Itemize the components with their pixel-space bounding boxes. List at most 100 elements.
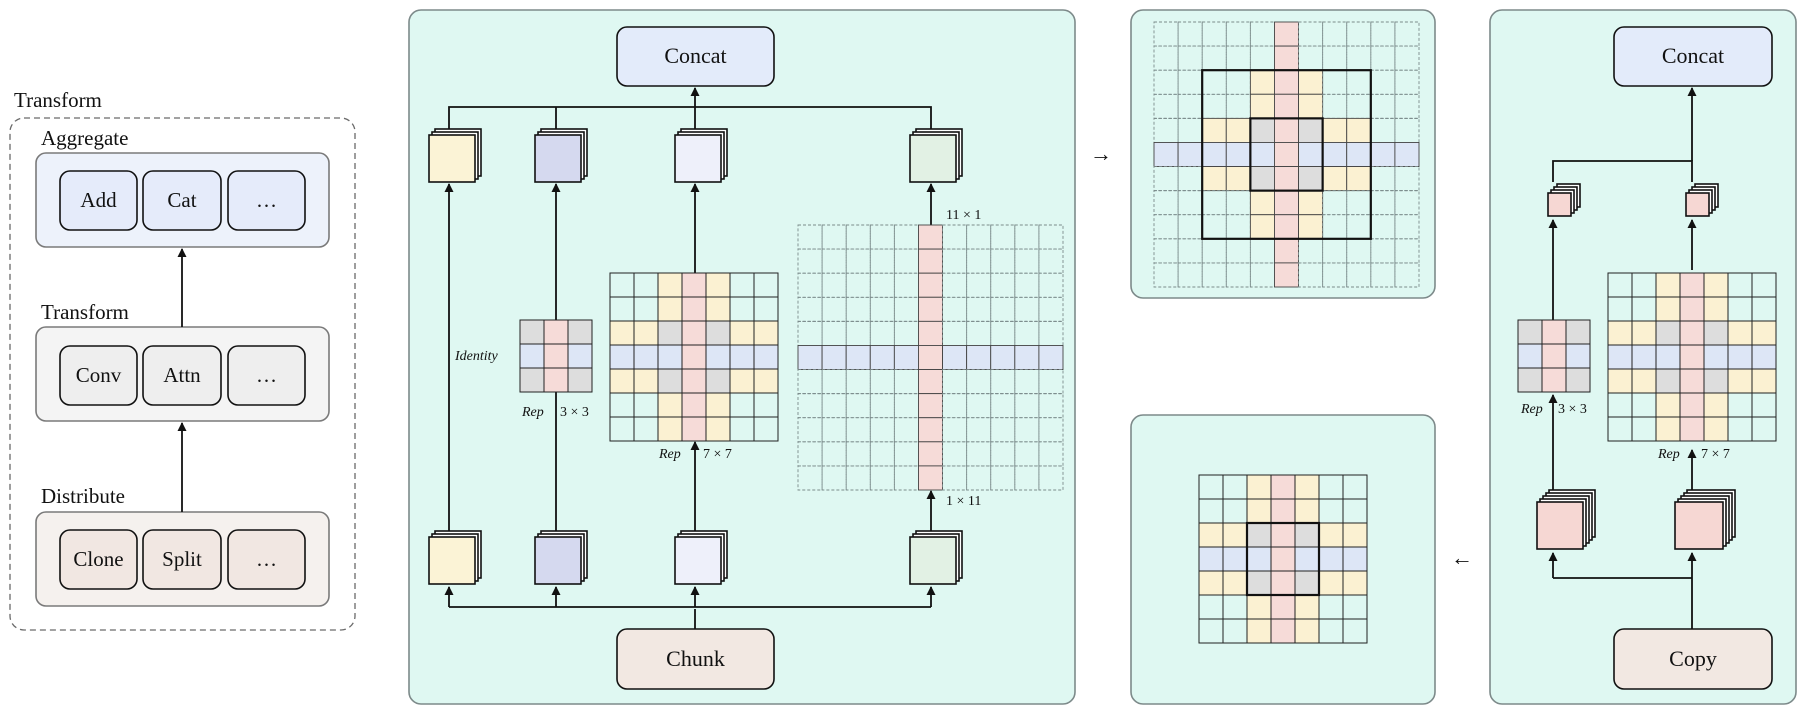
feature-map xyxy=(1547,192,1572,217)
kernel-cell xyxy=(1274,117,1299,143)
kernel-cell xyxy=(845,465,871,491)
outer-transform-label: Transform xyxy=(14,88,102,112)
middle-concat-box xyxy=(616,26,775,87)
kernel-cell xyxy=(519,319,545,345)
aggregate-add-box xyxy=(59,170,138,231)
kernel-cell xyxy=(1607,320,1633,346)
kernel-cell xyxy=(1703,368,1729,394)
kernel-cell xyxy=(681,344,707,370)
feature-map xyxy=(909,134,957,183)
kernel-cell xyxy=(1322,117,1348,143)
kernel-cell xyxy=(1655,320,1681,346)
kernel-cell xyxy=(1631,368,1657,394)
kernel-cell xyxy=(1346,142,1372,167)
outer-dashed-box xyxy=(9,117,356,631)
kernel-cell xyxy=(1322,262,1348,288)
kernel-cell xyxy=(1249,214,1275,240)
kernel-cell xyxy=(657,392,683,418)
kernel-cell xyxy=(1246,618,1272,644)
kernel-cell xyxy=(1198,546,1224,572)
feature-map-stack xyxy=(534,128,588,183)
transform-title: Transform xyxy=(41,300,129,324)
kernel-cell xyxy=(1222,570,1248,596)
kernel-cell xyxy=(1703,344,1729,370)
kernel-cell xyxy=(1727,344,1753,370)
kernel-cell xyxy=(705,392,731,418)
kernel-cell xyxy=(729,320,755,346)
kernel-cell xyxy=(1655,272,1681,298)
kernel-cell xyxy=(1274,166,1299,192)
kernel-cell xyxy=(918,320,943,346)
kernel-cell xyxy=(1201,262,1227,288)
transform-conv-box xyxy=(59,345,138,406)
kernel-cell xyxy=(966,465,992,491)
kernel-cell xyxy=(1274,69,1299,95)
kernel-cell xyxy=(1246,498,1272,524)
kernel-cell xyxy=(1322,142,1348,167)
distribute-split-box xyxy=(142,529,222,590)
generic-transform: Transform Aggregate Add Cat … Transform … xyxy=(9,88,356,631)
kernel-cell xyxy=(1655,296,1681,322)
kernel-cell xyxy=(1225,166,1251,192)
right-kernel-grid-7x7 xyxy=(1607,272,1777,442)
kernel-cell xyxy=(1727,320,1753,346)
kernel-cell xyxy=(729,344,755,370)
kernel-cell xyxy=(1318,522,1344,548)
kernel-cell xyxy=(705,368,731,394)
kernel-cell xyxy=(1274,93,1299,119)
kernel-cell xyxy=(918,272,943,298)
kernel-cell xyxy=(1751,344,1777,370)
kernel-cell xyxy=(1249,166,1275,192)
kernel-cell xyxy=(1249,69,1275,95)
kernel-cell xyxy=(1294,594,1320,620)
kernel-cell xyxy=(1370,142,1396,167)
kernel-cell xyxy=(1679,320,1705,346)
distribute-more-label: … xyxy=(256,547,277,571)
kernel-cell xyxy=(1517,319,1543,345)
kernel-cell xyxy=(1298,93,1324,119)
rep3-prefix: Rep xyxy=(521,405,544,420)
kernel-cell xyxy=(705,296,731,322)
kernel-cell xyxy=(1751,320,1777,346)
kernel-cell xyxy=(918,393,943,419)
distribute-title: Distribute xyxy=(41,484,125,508)
aggregate-title: Aggregate xyxy=(41,126,128,150)
kernel-cell xyxy=(1294,474,1320,500)
kernel-cell xyxy=(681,296,707,322)
kernel-cell xyxy=(633,368,659,394)
distribute-more-box xyxy=(227,529,306,590)
kernel-cell xyxy=(1541,319,1567,345)
kernel-cell xyxy=(1249,93,1275,119)
feature-map xyxy=(534,536,582,585)
kernel-cell xyxy=(705,344,731,370)
kernel-cell xyxy=(1246,546,1272,572)
kernel-cell xyxy=(1541,367,1567,393)
middle-concat-label: Concat xyxy=(664,43,726,68)
kernel-cell xyxy=(657,296,683,322)
right-connectors xyxy=(1548,87,1697,629)
kernel-cell xyxy=(1342,522,1368,548)
kernel-cell xyxy=(1655,416,1681,442)
aggregate-more-label: … xyxy=(256,188,277,212)
right-copy-box xyxy=(1613,628,1773,690)
kernel-cell xyxy=(1294,570,1320,596)
kernel-cell xyxy=(681,272,707,298)
kernel-cell xyxy=(797,345,823,370)
kernel-cell xyxy=(1679,392,1705,418)
kernel-cell xyxy=(1298,214,1324,240)
kernel-cell xyxy=(918,248,943,274)
kernel-cell xyxy=(821,465,847,491)
kernel-cell xyxy=(657,320,683,346)
kernel-cell xyxy=(1394,262,1420,288)
kernel-cell xyxy=(753,416,779,442)
kernel-cell xyxy=(1038,345,1064,370)
kernel-cell xyxy=(1346,262,1372,288)
right-rep3-size: 3 × 3 xyxy=(1558,402,1587,417)
aggregate-cat-label: Cat xyxy=(167,188,196,212)
kernel-cell xyxy=(1679,344,1705,370)
kernel-cell xyxy=(942,345,968,370)
kernel-cell xyxy=(681,320,707,346)
kernel-cell xyxy=(918,417,943,443)
kernel-cell xyxy=(869,465,895,491)
kernel-cell xyxy=(729,368,755,394)
